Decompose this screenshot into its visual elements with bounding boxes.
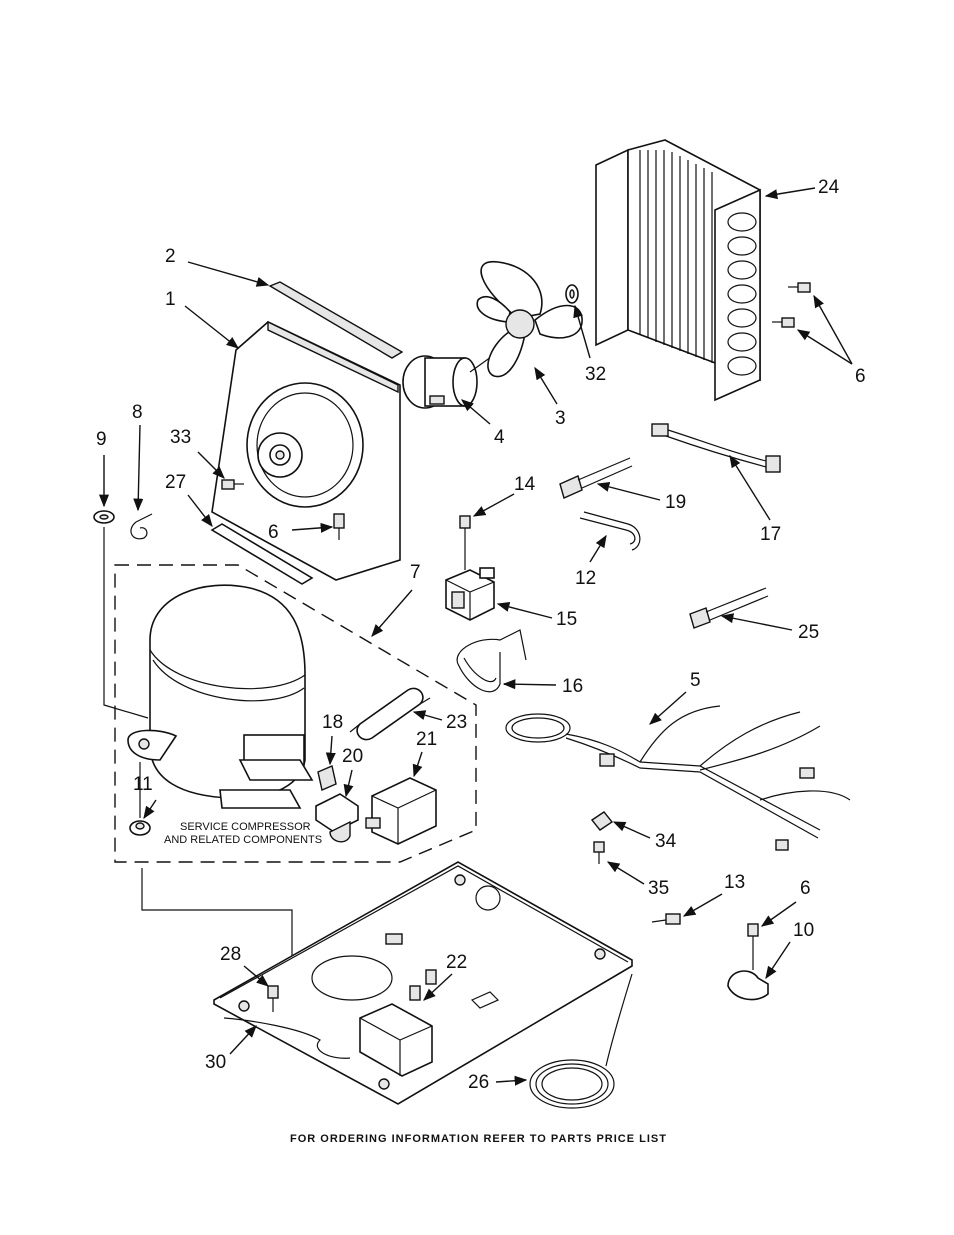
start-relay-20 bbox=[315, 793, 359, 843]
screw-33 bbox=[221, 479, 244, 490]
callout-20: 20 bbox=[342, 746, 363, 767]
condenser-coil bbox=[595, 139, 761, 402]
callout-3: 3 bbox=[555, 408, 566, 429]
screw-6-right bbox=[772, 282, 811, 328]
screw-35 bbox=[593, 841, 605, 864]
grommet-9 bbox=[93, 510, 115, 524]
compressor bbox=[127, 584, 314, 809]
main-harness-5 bbox=[505, 705, 851, 851]
callout-7: 7 bbox=[410, 562, 421, 583]
callout-10: 10 bbox=[793, 920, 814, 941]
callout-5: 5 bbox=[690, 670, 701, 691]
callout-34: 34 bbox=[655, 831, 677, 852]
callout-19: 19 bbox=[665, 492, 686, 513]
callout-6-clamp: 6 bbox=[800, 878, 811, 899]
filter-drier bbox=[349, 687, 431, 741]
service-note-line2: AND RELATED COMPONENTS bbox=[164, 834, 322, 846]
cable-tie-25 bbox=[689, 587, 769, 629]
callout-22: 22 bbox=[446, 952, 467, 973]
base-pan bbox=[213, 861, 633, 1105]
screw-13 bbox=[651, 913, 681, 925]
callout-16: 16 bbox=[562, 676, 583, 697]
callout-8: 8 bbox=[132, 402, 143, 423]
relay-cover-21 bbox=[365, 777, 437, 845]
callout-14: 14 bbox=[514, 474, 536, 495]
callout-35: 35 bbox=[648, 878, 669, 899]
strip-27 bbox=[210, 523, 314, 585]
callout-12: 12 bbox=[575, 568, 596, 589]
callout-11: 11 bbox=[133, 774, 153, 795]
service-compressor-outline bbox=[114, 564, 477, 863]
fan-shroud bbox=[211, 320, 401, 581]
callout-27: 27 bbox=[165, 472, 186, 493]
callout-13: 13 bbox=[724, 872, 745, 893]
fan-motor bbox=[402, 351, 499, 409]
callout-23: 23 bbox=[446, 712, 467, 733]
callout-17: 17 bbox=[760, 524, 781, 545]
callout-4: 4 bbox=[494, 427, 505, 448]
coiled-tube-26 bbox=[529, 973, 633, 1109]
callout-30: 30 bbox=[205, 1052, 226, 1073]
overload-18 bbox=[317, 765, 337, 791]
screw-6-clamp bbox=[747, 923, 759, 970]
ordering-footer: FOR ORDERING INFORMATION REFER TO PARTS … bbox=[290, 1133, 667, 1145]
callout-28: 28 bbox=[220, 944, 241, 965]
clamp-10 bbox=[727, 970, 769, 1001]
screw-14 bbox=[459, 515, 471, 570]
callout-9: 9 bbox=[96, 429, 107, 450]
callout-6-shroud: 6 bbox=[268, 522, 279, 543]
callout-21: 21 bbox=[416, 729, 437, 750]
cable-tie-19 bbox=[559, 457, 633, 499]
solenoid-15 bbox=[445, 567, 495, 621]
gasket-strip bbox=[268, 281, 404, 359]
callout-18: 18 bbox=[322, 712, 343, 733]
bracket-16 bbox=[456, 629, 527, 693]
callout-26: 26 bbox=[468, 1072, 489, 1093]
tube-12 bbox=[579, 511, 641, 551]
service-note-line1: SERVICE COMPRESSOR bbox=[180, 821, 311, 833]
fan-blade bbox=[476, 260, 583, 378]
callout-6-right: 6 bbox=[855, 366, 866, 387]
callout-33: 33 bbox=[170, 427, 191, 448]
washer-32 bbox=[565, 284, 579, 304]
callout-15: 15 bbox=[556, 609, 577, 630]
callout-2: 2 bbox=[165, 246, 176, 267]
callout-24: 24 bbox=[818, 177, 840, 198]
callout-32: 32 bbox=[585, 364, 606, 385]
wire-harness-17 bbox=[651, 423, 781, 473]
screw-28 bbox=[267, 985, 279, 1012]
callout-1: 1 bbox=[165, 289, 176, 310]
grommet-11 bbox=[129, 820, 151, 836]
callout-25: 25 bbox=[798, 622, 819, 643]
clip-8 bbox=[130, 513, 153, 540]
screw-6-shroud bbox=[333, 513, 345, 540]
clip-34 bbox=[590, 811, 614, 831]
